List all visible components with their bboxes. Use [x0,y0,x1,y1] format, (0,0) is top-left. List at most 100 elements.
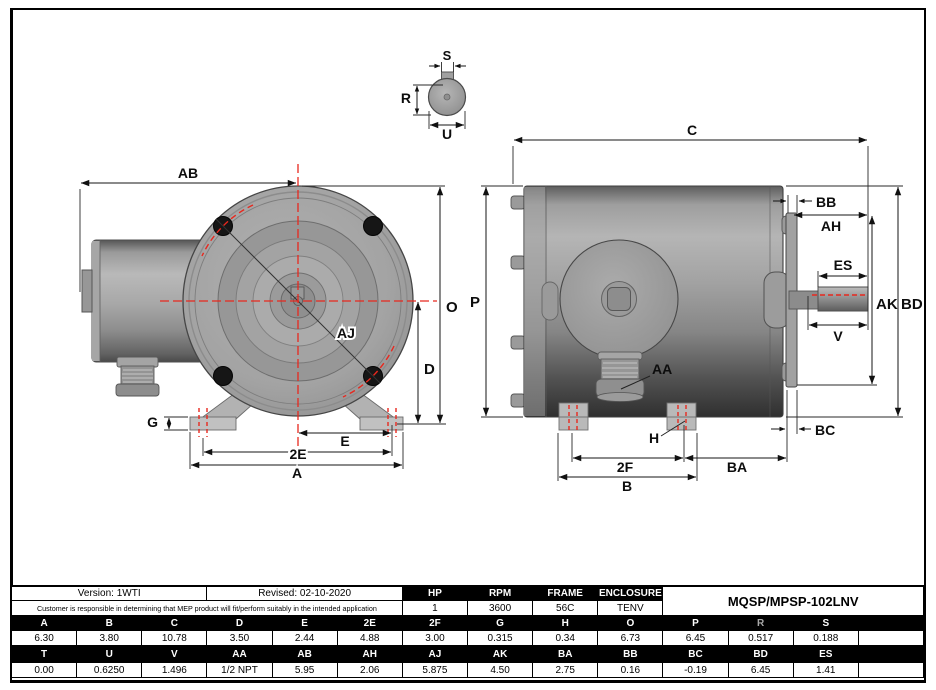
dim-header-cell: T [12,646,78,663]
dim-header-cell: G [468,616,534,631]
dim-value-cell: 1.41 [793,663,859,678]
centerlines [160,164,437,449]
dim-value-cell: -0.19 [663,663,729,678]
dim-header-cell [858,646,924,663]
technical-drawing: S R U [79,48,923,494]
dim-header-cell: R [728,616,794,631]
dim-value-cell: 0.16 [598,663,664,678]
dim-header-cell: BC [663,646,729,663]
dim-header-cell: U [77,646,143,663]
dim-label-ab: AB [178,165,198,181]
dim-label-h: H [649,430,659,446]
dim-label-aa: AA [652,361,672,377]
dim-header-cell: AK [468,646,534,663]
dim-label-u: U [442,126,452,142]
dim-label-aj: AJ [337,325,355,341]
dim-header-cell: AH [337,646,403,663]
dim-header-cell: H [533,616,599,631]
sheet-border [10,8,926,683]
dim-label-2f: 2F [617,459,634,475]
dim-header-cell: BD [728,646,794,663]
dim-value-cell: 0.6250 [77,663,143,678]
dim-label-ak: AK [876,296,898,313]
dim-header-cell: D [207,616,273,631]
dim-value-cell: 0.517 [728,631,794,646]
side-view: C P BB AH ES V AK [470,122,923,494]
dim-value-cell: 10.78 [142,631,208,646]
dim-value-cell: 3.80 [77,631,143,646]
dim-value-cell: 1/2 NPT [207,663,273,678]
dim-value-cell: 3.00 [402,631,468,646]
front-view: AJ AB O D G E [79,164,458,483]
dim-value-cell: 4.50 [468,663,534,678]
dim-label-ba: BA [727,459,747,475]
revised-cell: Revised: 02-10-2020 [207,587,403,601]
spec-header-rpm: RPM [468,587,534,601]
dim-label-g: G [147,414,158,430]
dim-value-cell: 0.34 [533,631,599,646]
dim-header-cell: E [272,616,338,631]
dim-value-cell: 2.75 [533,663,599,678]
spec-header-enclosure: ENCLOSURE [598,587,664,601]
dim-value-cell: 6.45 [728,663,794,678]
dim-label-a: A [292,465,302,481]
disclaimer-text: Customer is responsible in determining t… [12,601,403,616]
dim-label-e: E [340,433,349,449]
dim-value-cell: 3.50 [207,631,273,646]
dim-header-cell: B [77,616,143,631]
dim-label-bb: BB [816,194,836,210]
dim-header-cell: S [793,616,859,631]
spec-header-frame: FRAME [533,587,599,601]
dim-label-b: B [622,478,632,494]
dim-label-d: D [424,361,435,378]
dim-value-cell [858,631,924,646]
spec-value-frame: 56C [533,601,599,616]
info-grid: Version: 1WTI Revised: 02-10-2020 HP RPM… [12,587,924,616]
top-view-shaft: S R U [401,48,467,142]
dim-label-es: ES [834,257,853,273]
conduit-fitting [595,351,645,402]
dim-header-cell [858,616,924,631]
dim-value-cell: 4.88 [337,631,403,646]
spec-value-rpm: 3600 [468,601,534,616]
dim-header-cell: 2E [337,616,403,631]
dim-value-cell: 6.45 [663,631,729,646]
dim-header-cell: AB [272,646,338,663]
dim-header-cell: 2F [402,616,468,631]
dim-header-cell: P [663,616,729,631]
dim-header-cell: AA [207,646,273,663]
dim-header-cell: A [12,616,78,631]
spec-header-hp: HP [402,587,468,601]
dim-value-cell: 2.06 [337,663,403,678]
dim-label-s: S [443,48,452,63]
dim-label-o: O [446,299,458,316]
dim-value-cell: 0.315 [468,631,534,646]
dim-label-bd: BD [901,296,923,313]
dim-value-cell: 5.875 [402,663,468,678]
dim-value-cell: 2.44 [272,631,338,646]
dim-value-cell: 6.30 [12,631,78,646]
dim-value-cell [858,663,924,678]
model-number: MQSP/MPSP-102LNV [663,587,924,616]
dim-value-cell: 0.188 [793,631,859,646]
dim-label-v: V [833,328,843,344]
dim-header-cell: V [142,646,208,663]
spec-value-hp: 1 [402,601,468,616]
dim-value-cell: 0.00 [12,663,78,678]
dim-header-cell: BB [598,646,664,663]
dim-label-2e: 2E [289,446,306,462]
flange-bolts [510,195,526,408]
version-cell: Version: 1WTI [12,587,208,601]
dim-header-cell: AJ [402,646,468,663]
dim-label-r: R [401,90,411,106]
dim-header-cell: O [598,616,664,631]
dim-label-bc: BC [815,422,835,438]
dim-value-cell: 1.496 [142,663,208,678]
dim-header-cell: BA [533,646,599,663]
dim-header-cell: C [142,616,208,631]
dim-value-cell: 6.73 [598,631,664,646]
spec-value-enclosure: TENV [598,601,664,616]
dim-label-p: P [470,294,480,311]
dim-label-c: C [687,122,697,138]
